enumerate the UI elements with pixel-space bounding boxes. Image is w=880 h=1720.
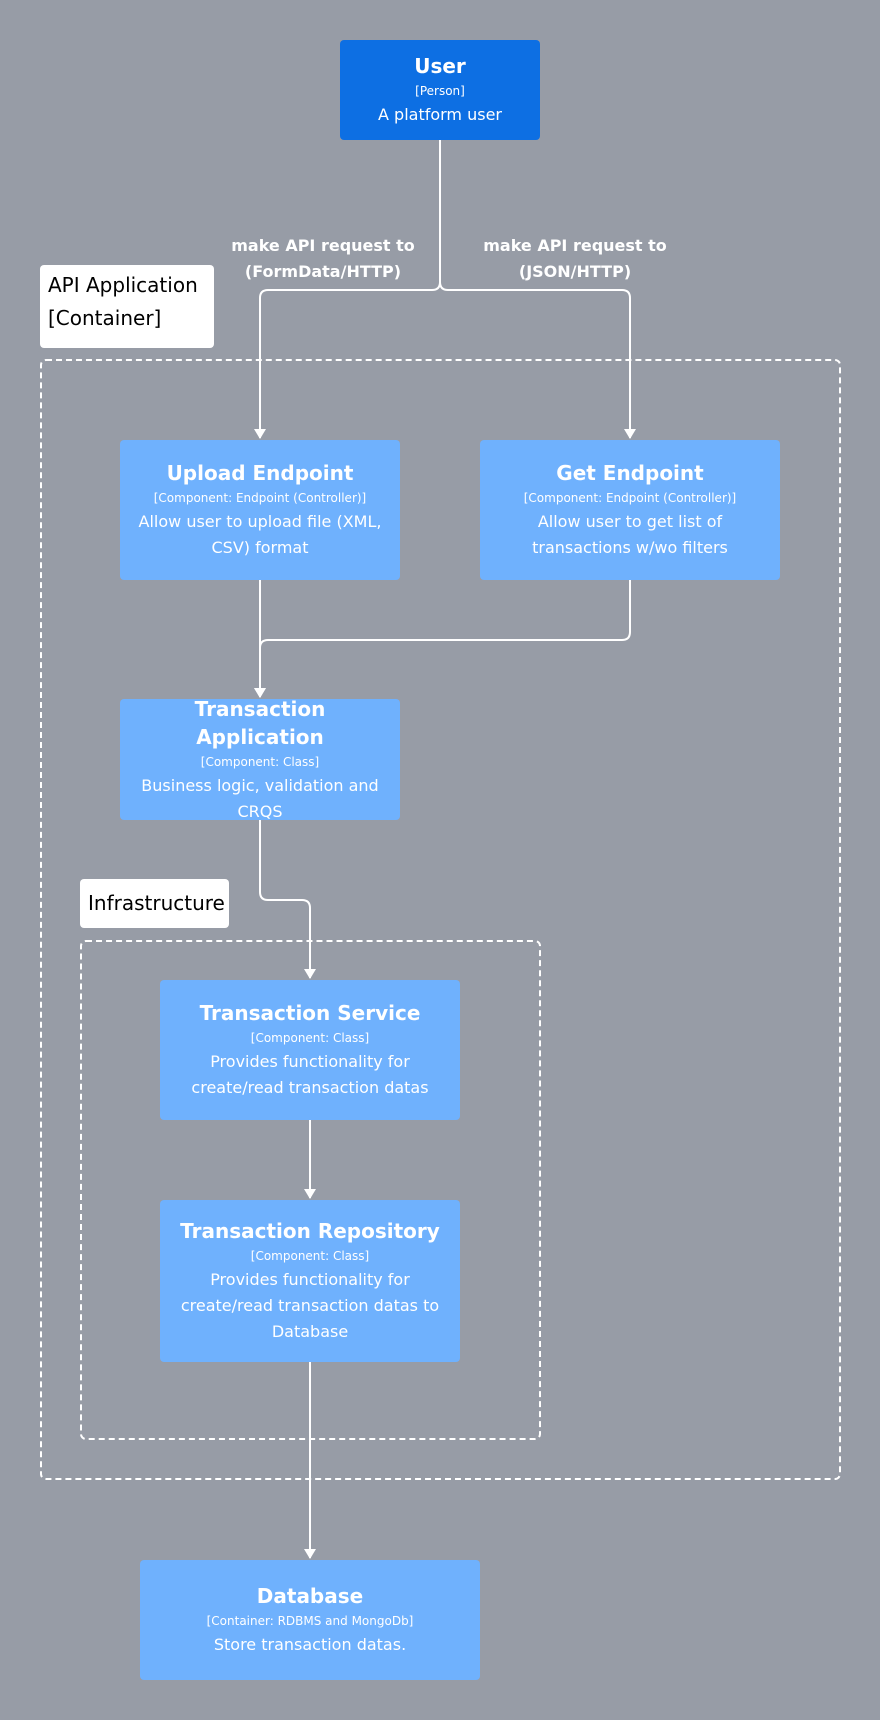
edge-user-to-get-endpoint	[439, 281, 636, 439]
api-application-boundary	[40, 359, 841, 1480]
node-description: Store transaction datas.	[213, 1635, 407, 1654]
edge-label-line: make API request to	[231, 236, 415, 255]
infrastructure-boundary	[80, 940, 541, 1440]
node-title: Transaction Repository	[180, 1219, 440, 1243]
edge-label-json-http: make API request to (JSON/HTTP)	[478, 233, 672, 285]
upload-endpoint-node[interactable]: Upload Endpoint [Component: Endpoint (Co…	[120, 440, 400, 580]
api-application-boundary-label: API Application [Container]	[40, 265, 214, 348]
node-type: [Container: RDBMS and MongoDb]	[206, 1614, 414, 1628]
get-endpoint-node[interactable]: Get Endpoint [Component: Endpoint (Contr…	[480, 440, 780, 580]
boundary-label-line: [Container]	[48, 306, 162, 330]
node-description: Provides functionality for create/read t…	[191, 1052, 429, 1097]
infrastructure-boundary-label: Infrastructure	[80, 879, 229, 928]
transaction-service-node[interactable]: Transaction Service [Component: Class] P…	[160, 980, 460, 1120]
user-node[interactable]: User [Person] A platform user	[340, 40, 540, 140]
node-title: Upload Endpoint	[166, 461, 354, 485]
edge-label-line: (JSON/HTTP)	[518, 262, 632, 281]
node-type: [Person]	[415, 84, 465, 98]
node-description: Business logic, validation and CRQS	[141, 775, 379, 821]
node-type: [Component: Class]	[250, 1031, 370, 1045]
node-title: User	[414, 54, 466, 78]
edge-transaction-application-to-transaction-service	[259, 820, 316, 979]
database-node[interactable]: Database [Container: RDBMS and MongoDb] …	[140, 1560, 480, 1680]
node-type: [Component: Endpoint (Controller)]	[153, 491, 367, 505]
node-description: A platform user	[378, 105, 502, 124]
transaction-application-node[interactable]: Transaction Application [Component: Clas…	[120, 697, 400, 821]
node-type: [Component: Class]	[200, 754, 320, 769]
edge-label-line: make API request to	[483, 236, 667, 255]
boundary-label-line: API Application	[48, 273, 198, 297]
node-type: [Component: Class]	[250, 1249, 370, 1263]
edge-label-formdata-http: make API request to (FormData/HTTP)	[226, 233, 420, 285]
node-description: Provides functionality for create/read t…	[180, 1270, 440, 1341]
boundary-label-line: Infrastructure	[88, 891, 225, 915]
node-description: Allow user to upload file (XML, CSV) for…	[138, 512, 382, 557]
node-title: Database	[256, 1584, 364, 1608]
edge-label-line: (FormData/HTTP)	[244, 262, 402, 281]
node-title: Transaction Service	[199, 1001, 421, 1025]
node-title: Get Endpoint	[556, 461, 704, 485]
node-type: [Component: Endpoint (Controller)]	[523, 491, 737, 505]
node-title: Transaction Application	[194, 696, 326, 749]
node-description: Allow user to get list of transactions w…	[532, 512, 728, 557]
transaction-repository-node[interactable]: Transaction Repository [Component: Class…	[160, 1200, 460, 1362]
